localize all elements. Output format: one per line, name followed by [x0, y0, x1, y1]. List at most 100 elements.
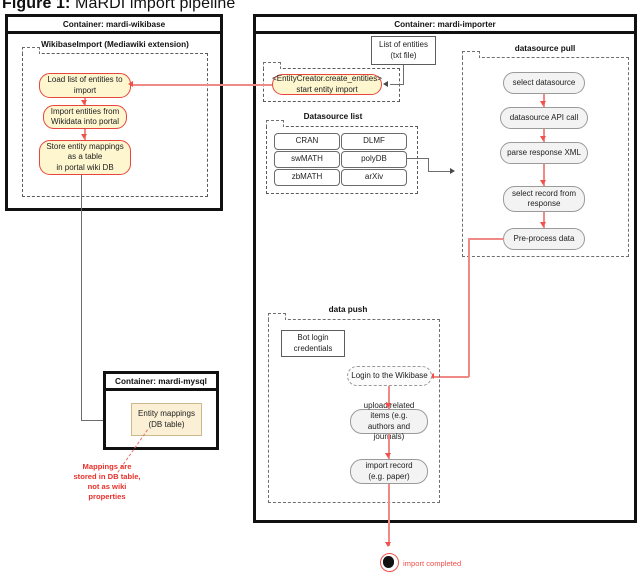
- datasource-swmath-label: swMATH: [291, 154, 323, 164]
- end-marker-import-completed: [379, 553, 399, 572]
- node-load-list-of-entities[interactable]: Load list of entities to import: [39, 73, 131, 98]
- node-bot-login-line2: credentials: [293, 343, 333, 353]
- group-title-datasource-list: Datasource list: [303, 112, 363, 121]
- group-handle-datasource-list: [266, 120, 284, 127]
- edge-pull-2-3: [543, 129, 545, 142]
- edge-preprocess-to-login-v: [468, 238, 470, 378]
- datasource-arxiv-label: arXiv: [364, 172, 384, 182]
- node-datasource-api-call[interactable]: datasource API call: [500, 107, 588, 129]
- node-upload-related-items[interactable]: upload related items (e.g. authors and j…: [350, 401, 428, 441]
- edge-pull-4-5: [543, 212, 545, 228]
- datasource-cran-label: CRAN: [295, 136, 319, 146]
- edge-dslist-to-pull-h1: [407, 158, 429, 160]
- note-line1: Mappings are: [82, 462, 132, 471]
- edge-load-to-import-arrowhead: [81, 99, 88, 105]
- node-store-mappings-line2: as a table: [67, 152, 103, 162]
- note-mappings-stored-in-db: Mappings are stored in DB table, not as …: [52, 462, 162, 501]
- figure-title-text: MaRDI import pipeline: [75, 0, 236, 12]
- node-select-record-line2: response: [527, 199, 561, 208]
- datasource-arxiv[interactable]: arXiv: [341, 169, 407, 186]
- edge-import-record-to-end-arrowhead: [385, 542, 392, 547]
- node-entity-mappings-line2: (DB table): [148, 419, 185, 429]
- edge-pull-2-3-arrowhead: [540, 136, 547, 141]
- edge-push-1-2: [388, 386, 390, 409]
- edge-pull-4-5-arrowhead: [540, 222, 547, 227]
- node-login-to-wikibase[interactable]: Login to the Wikibase: [347, 366, 432, 386]
- node-load-list-line2: import: [73, 85, 97, 95]
- edge-dslist-to-pull-h2: [428, 171, 452, 173]
- edge-entitycreator-to-loadlist: [133, 84, 272, 86]
- node-bot-login-line1: Bot login: [297, 333, 329, 343]
- datasource-swmath[interactable]: swMATH: [274, 151, 340, 168]
- group-handle-entity-creator: [263, 62, 281, 69]
- datasource-cran[interactable]: CRAN: [274, 133, 340, 150]
- figure-title: Figure 1: MaRDI import pipeline: [2, 0, 402, 13]
- edge-push-2-3: [388, 434, 390, 459]
- node-store-entity-mappings[interactable]: Store entity mappings as a table in port…: [39, 140, 131, 175]
- group-handle-wikibaseimport: [22, 47, 40, 54]
- node-parse-response-xml-label: parse response XML: [507, 147, 581, 157]
- container-mardi-importer: Container: mardi-importer: [253, 14, 637, 523]
- note-line4: properties: [88, 491, 126, 501]
- group-datasource-pull: [462, 57, 629, 257]
- node-list-of-entities-line2: (txt file): [390, 50, 417, 60]
- group-data-push: [268, 319, 440, 503]
- datasource-dlmf[interactable]: DLMF: [341, 133, 407, 150]
- node-pre-process-data[interactable]: Pre-process data: [503, 228, 585, 250]
- node-bot-login-credentials[interactable]: Bot login credentials: [281, 330, 345, 357]
- edge-entities-file-arrowhead: [383, 81, 388, 88]
- edge-pull-1-2-arrowhead: [540, 101, 547, 106]
- node-entity-mappings-line1: Entity mappings: [138, 409, 195, 419]
- datasource-zbmath-label: zbMATH: [291, 172, 323, 182]
- datasource-dlmf-label: DLMF: [363, 136, 385, 146]
- node-import-entities-from-wikidata[interactable]: Import entities from Wikidata into porta…: [43, 105, 127, 129]
- edge-push-1-2-arrowhead: [385, 403, 392, 408]
- node-list-of-entities[interactable]: List of entities (txt file): [371, 36, 436, 65]
- node-store-mappings-line3: in portal wiki DB: [56, 162, 114, 172]
- group-title-datasource-pull: datasource pull: [514, 44, 576, 53]
- node-select-record-line1: select record from: [511, 188, 577, 198]
- node-entity-mappings-db-table[interactable]: Entity mappings (DB table): [131, 403, 202, 436]
- node-import-record-line2: (e.g. paper): [368, 471, 410, 481]
- group-datasource-list: [266, 126, 418, 194]
- node-login-to-wikibase-label: Login to the Wikibase: [351, 370, 428, 380]
- edge-preprocess-to-login-h1: [468, 238, 504, 240]
- edge-pull-3-4-arrowhead: [540, 180, 547, 185]
- node-import-entities-line1: Import entities from: [50, 106, 120, 116]
- figure-label: Figure 1:: [2, 0, 71, 12]
- datasource-polydb[interactable]: polyDB: [341, 151, 407, 168]
- edge-dslist-to-pull-arrowhead: [450, 168, 455, 175]
- node-entity-creator-line2: start entity import: [296, 84, 358, 94]
- node-import-record-line1: import record: [365, 461, 413, 471]
- node-import-record[interactable]: import record (e.g. paper): [350, 459, 428, 484]
- container-mardi-mysql-header: Container: mardi-mysql: [106, 374, 216, 391]
- node-pre-process-data-label: Pre-process data: [513, 233, 575, 243]
- node-store-mappings-line1: Store entity mappings: [46, 142, 124, 152]
- node-load-list-line1: Load list of entities to: [47, 75, 123, 85]
- datasource-polydb-label: polyDB: [361, 154, 387, 164]
- datasource-zbmath[interactable]: zbMATH: [274, 169, 340, 186]
- end-marker-label: import completed: [403, 559, 462, 568]
- node-datasource-api-call-label: datasource API call: [509, 112, 579, 122]
- edge-pull-3-4: [543, 164, 545, 186]
- edge-import-to-store-arrowhead: [81, 134, 88, 139]
- edge-push-2-3-arrowhead: [385, 453, 392, 458]
- group-title-wikibaseimport: WikibaseImport (Mediawiki extension): [41, 40, 189, 49]
- edge-entitycreator-to-loadlist-arrowhead: [128, 81, 133, 87]
- note-line3: not as wiki: [87, 481, 127, 491]
- edge-entities-file-vertical: [403, 65, 405, 85]
- node-select-datasource-label: select datasource: [512, 77, 576, 87]
- node-parse-response-xml[interactable]: parse response XML: [500, 142, 588, 164]
- container-mardi-wikibase-header: Container: mardi-wikibase: [8, 17, 220, 34]
- node-entity-creator[interactable]: <EntityCreator.create_entities> start en…: [272, 74, 382, 95]
- node-entity-creator-line1: <EntityCreator.create_entities>: [272, 74, 382, 84]
- container-mardi-importer-header: Container: mardi-importer: [256, 17, 634, 34]
- note-line2: stored in DB table,: [73, 471, 141, 481]
- node-select-datasource[interactable]: select datasource: [503, 72, 585, 94]
- edge-store-to-mysql-vertical: [80, 175, 82, 421]
- edge-preprocess-to-login-h2: [434, 376, 469, 378]
- group-handle-datasource-pull: [462, 51, 480, 58]
- node-select-record-from-response[interactable]: select record from response: [503, 186, 585, 212]
- edge-dslist-to-pull-v: [428, 158, 430, 172]
